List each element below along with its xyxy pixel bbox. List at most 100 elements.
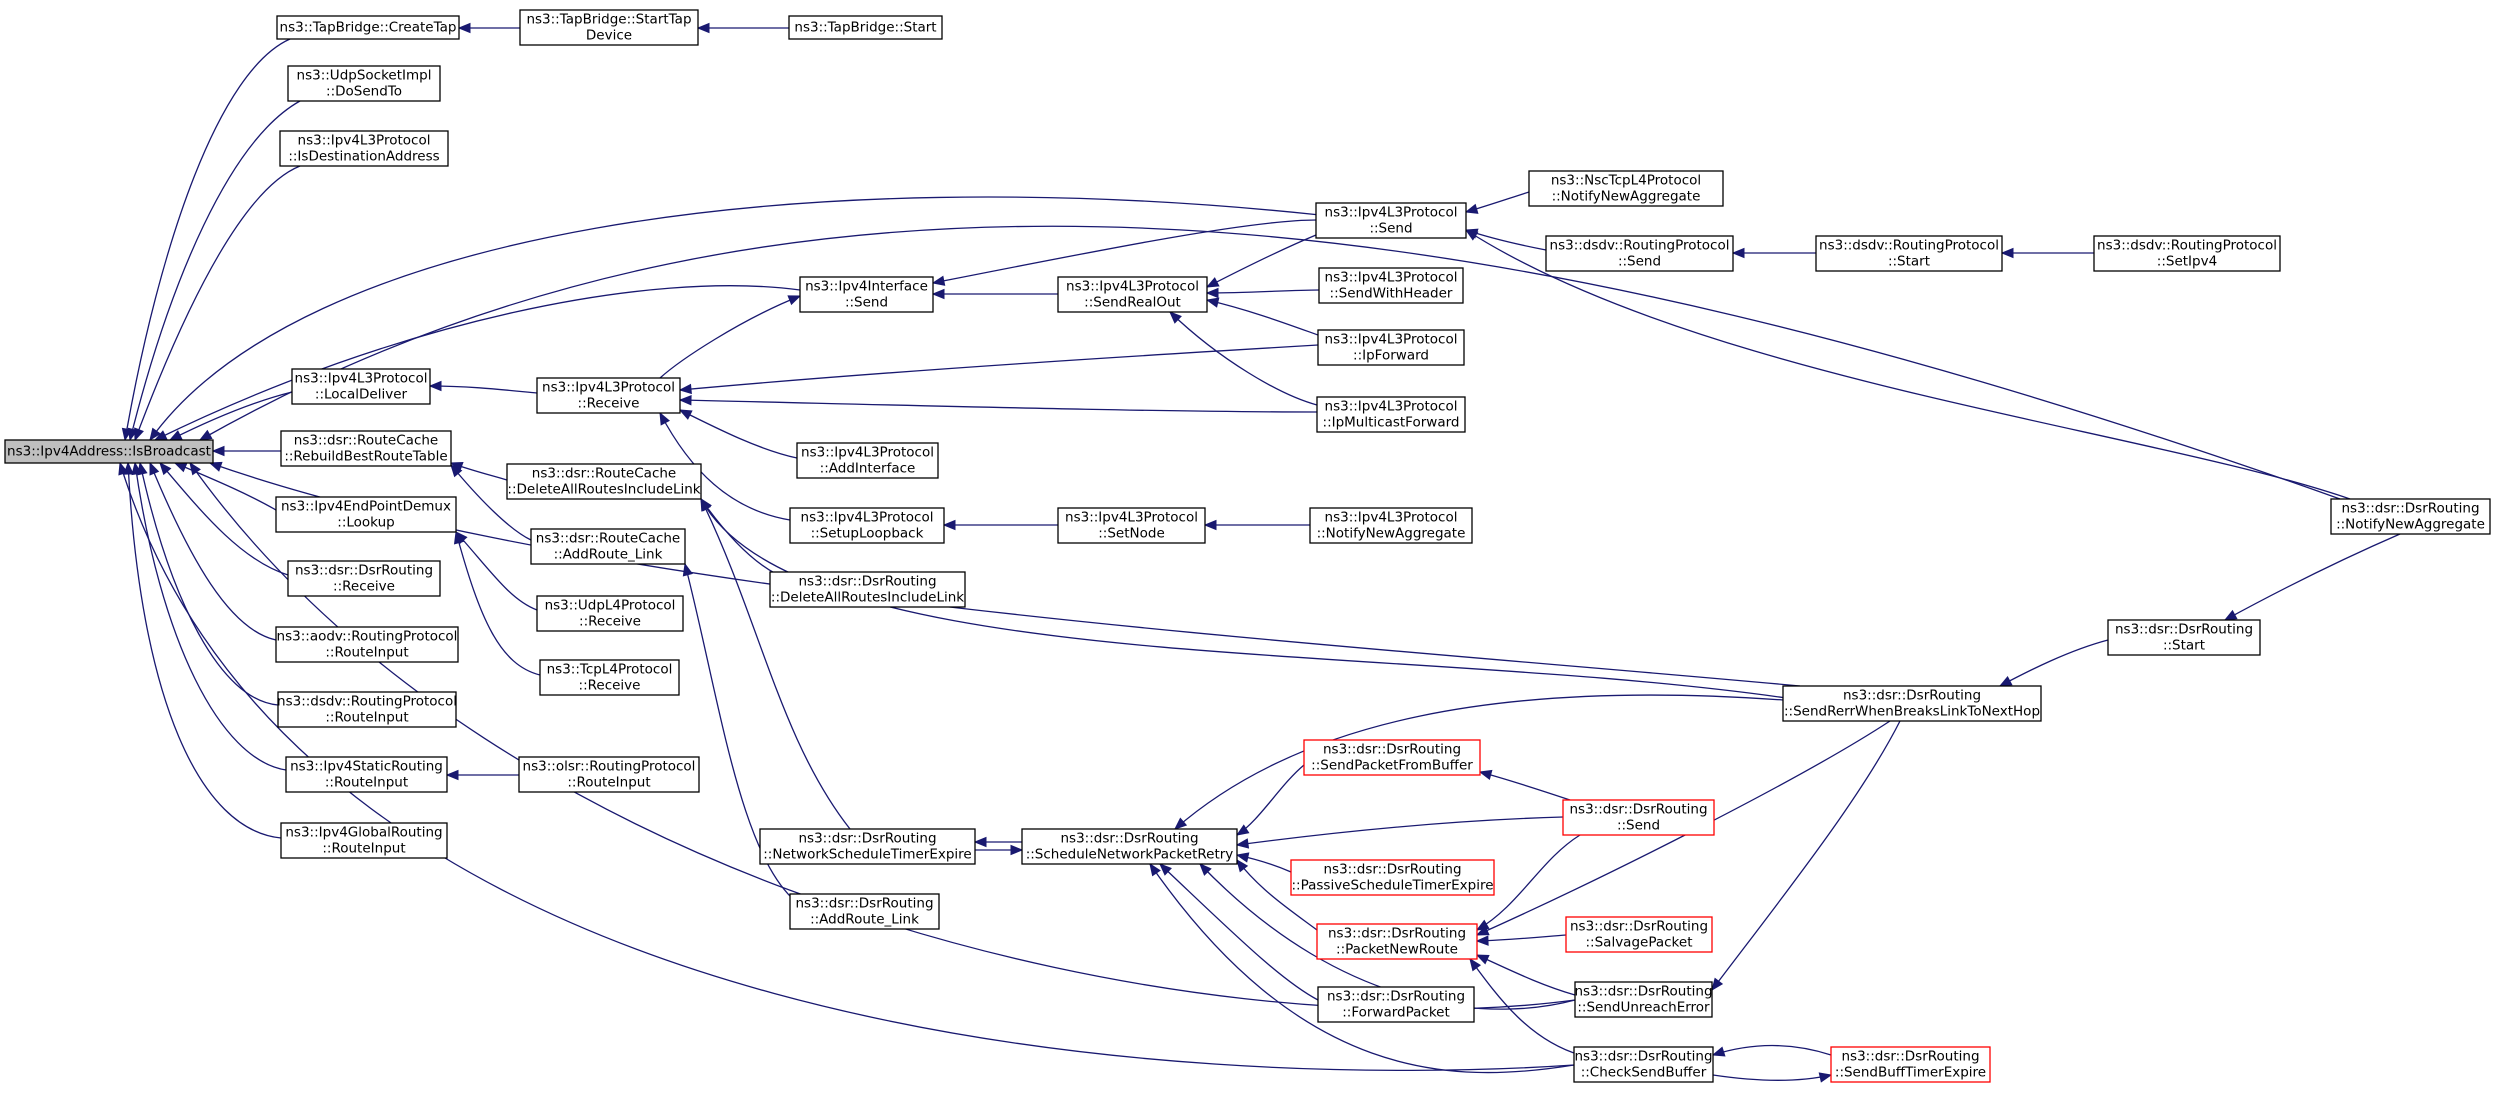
node-n34[interactable]: ns3::olsr::RoutingProtocol::RouteInput [518,756,700,793]
edge-n0-n23 [211,445,281,457]
node-n13[interactable]: ns3::Ipv4L3Protocol::SendWithHeader [1318,267,1464,304]
node-n9[interactable]: ns3::dsdv::RoutingProtocol::Start [1815,235,2003,272]
edge-n0-n30 [159,461,289,576]
node-n1[interactable]: ns3::TapBridge::CreateTap [276,15,460,40]
node-label: ::AddRoute_Link [554,547,663,563]
edge-n1-n2 [457,22,520,34]
node-n33[interactable]: ns3::Ipv4StaticRouting::RouteInput [285,756,448,793]
node-n26[interactable]: ns3::dsr::DsrRouting::DeleteAllRoutesInc… [769,571,966,608]
node-n23[interactable]: ns3::dsr::RouteCache::RebuildBestRouteTa… [280,430,452,467]
node-label: ns3::dsr::DsrRouting [1843,688,1981,704]
node-n49[interactable]: ns3::dsr::DsrRouting::SendBuffTimerExpir… [1830,1046,1991,1083]
edge-n17-n14 [678,344,1319,395]
edge-n41-n39 [1235,816,1564,849]
node-n40[interactable]: ns3::dsr::DsrRouting::NetworkScheduleTim… [759,828,976,865]
node-label: ns3::dsr::RouteCache [536,531,680,547]
node-n48[interactable]: ns3::dsr::DsrRouting::CheckSendBuffer [1573,1046,1714,1083]
node-label: ::ScheduleNetworkPacketRetry [1026,847,1234,863]
node-n36[interactable]: ns3::dsr::DsrRouting::Start [2107,619,2261,656]
node-layer: ns3::Ipv4Address::IsBroadcast ns3::TapBri… [4,9,2491,1083]
node-n18[interactable]: ns3::Ipv4L3Protocol::AddInterface [796,442,939,479]
edge-n37-n36 [1998,639,2109,687]
node-label: ns3::dsr::DsrRouting [1841,1049,1979,1065]
node-n35[interactable]: ns3::Ipv4GlobalRouting::RouteInput [280,822,448,859]
node-label: ::IpForward [1353,348,1429,364]
node-n31[interactable]: ns3::aodv::RoutingProtocol::RouteInput [275,626,459,663]
node-label: ::RouteInput [567,775,650,791]
node-n12[interactable]: ns3::Ipv4L3Protocol::SendRealOut [1057,276,1208,313]
node-n41[interactable]: ns3::dsr::DsrRouting::ScheduleNetworkPac… [1021,828,1238,865]
node-n19[interactable]: ns3::Ipv4L3Protocol::SetupLoopback [789,507,945,544]
node-n45[interactable]: ns3::dsr::DsrRouting::AddRoute_Link [789,893,940,930]
node-n42[interactable]: ns3::dsr::DsrRouting::PassiveScheduleTim… [1290,859,1495,896]
node-n8[interactable]: ns3::dsdv::RoutingProtocol::Send [1545,235,1734,272]
node-n20[interactable]: ns3::Ipv4L3Protocol::SetNode [1057,507,1206,544]
node-label: ::NotifyNewAggregate [1552,189,1701,205]
edge-n33-n34 [445,769,519,781]
node-n39[interactable]: ns3::dsr::DsrRouting::Send [1562,799,1715,836]
node-n4[interactable]: ns3::UdpSocketImpl::DoSendTo [287,65,441,102]
node-label: ::SendBuffTimerExpire [1835,1065,1986,1081]
node-label: ns3::Ipv4L3Protocol [295,371,428,387]
node-n14[interactable]: ns3::Ipv4L3Protocol::IpForward [1317,329,1465,366]
node-n22[interactable]: ns3::dsr::DsrRouting::NotifyNewAggregate [2330,498,2491,535]
edge-n41-n38 [1235,764,1305,836]
node-label: ::SendWithHeader [1330,286,1453,302]
node-n43[interactable]: ns3::dsr::DsrRouting::PacketNewRoute [1316,923,1478,960]
node-label: ns3::Ipv4L3Protocol [1325,270,1458,286]
node-n24[interactable]: ns3::dsr::RouteCache::DeleteAllRoutesInc… [506,463,702,500]
node-n47[interactable]: ns3::dsr::DsrRouting::SendUnreachError [1574,981,1713,1018]
edge-n49-n48 [1712,1072,1833,1083]
node-label: ns3::dsr::RouteCache [294,433,438,449]
node-n38[interactable]: ns3::dsr::DsrRouting::SendPacketFromBuff… [1303,739,1481,776]
node-n32[interactable]: ns3::dsdv::RoutingProtocol::RouteInput [277,691,457,728]
node-label: ns3::NscTcpL4Protocol [1551,173,1701,189]
node-label: ::SendPacketFromBuffer [1311,758,1473,774]
node-n5[interactable]: ns3::Ipv4L3Protocol::IsDestinationAddres… [279,130,449,167]
node-label: ns3::UdpSocketImpl [297,68,432,84]
node-n25[interactable]: ns3::dsr::RouteCache::AddRoute_Link [530,528,686,565]
node-n16[interactable]: ns3::Ipv4L3Protocol::LocalDeliver [291,368,431,405]
node-label: ::Send [1617,818,1660,834]
node-n29[interactable]: ns3::TcpL4Protocol::Receive [539,659,680,696]
edge-n2-n3 [696,22,789,34]
node-label: ns3::dsdv::RoutingProtocol [1550,238,1730,254]
edge-n41-n46 [1159,863,1319,1001]
edge-n41-n37 [1174,694,1784,830]
node-label: ns3::dsr::DsrRouting [295,563,433,579]
node-label: ns3::dsr::DsrRouting [2341,501,2479,517]
node-n3[interactable]: ns3::TapBridge::Start [788,15,943,40]
node-label: ns3::Ipv4L3Protocol [1066,279,1199,295]
node-label: ns3::Ipv4StaticRouting [290,759,443,775]
node-n28[interactable]: ns3::UdpL4Protocol::Receive [536,595,684,632]
edge-n0-n22 [198,225,2341,500]
node-label: ::Receive [579,678,641,694]
node-label: ns3::aodv::RoutingProtocol [277,629,458,645]
edge-n8-n9 [1731,247,1816,259]
node-n7[interactable]: ns3::NscTcpL4Protocol::NotifyNewAggregat… [1528,170,1724,207]
edge-n24-n26 [700,497,791,581]
edge-layer [118,22,2401,1083]
node-n44[interactable]: ns3::dsr::DsrRouting::SalvagePacket [1565,916,1713,953]
edge-n11-n12 [931,288,1058,300]
node-label: ::ForwardPacket [1342,1005,1450,1021]
node-n46[interactable]: ns3::dsr::DsrRouting::ForwardPacket [1317,986,1475,1023]
node-label: ::PassiveScheduleTimerExpire [1291,878,1493,894]
node-n6[interactable]: ns3::Ipv4L3Protocol::Send [1315,202,1467,239]
edge-n48-n49 [1711,1044,1832,1057]
node-n37[interactable]: ns3::dsr::DsrRouting::SendRerrWhenBreaks… [1782,685,2042,722]
node-n15[interactable]: ns3::Ipv4L3Protocol::IpMulticastForward [1316,396,1466,433]
node-label: ns3::dsr::DsrRouting [2115,622,2253,638]
edge-n12-n6 [1205,234,1317,288]
node-label: ::Lookup [337,515,394,531]
node-n27[interactable]: ns3::Ipv4EndPointDemux::Lookup [275,496,457,533]
node-n11[interactable]: ns3::Ipv4Interface::Send [799,276,934,313]
node-n10[interactable]: ns3::dsdv::RoutingProtocol::SetIpv4 [2093,235,2281,272]
node-n17[interactable]: ns3::Ipv4L3Protocol::Receive [536,377,681,414]
node-n21[interactable]: ns3::Ipv4L3Protocol::NotifyNewAggregate [1309,507,1473,544]
node-label: ns3::dsr::DsrRouting [1323,742,1461,758]
node-n0[interactable]: ns3::Ipv4Address::IsBroadcast [4,439,214,464]
node-label: ::RouteInput [322,841,405,857]
node-n30[interactable]: ns3::dsr::DsrRouting::Receive [287,560,441,597]
